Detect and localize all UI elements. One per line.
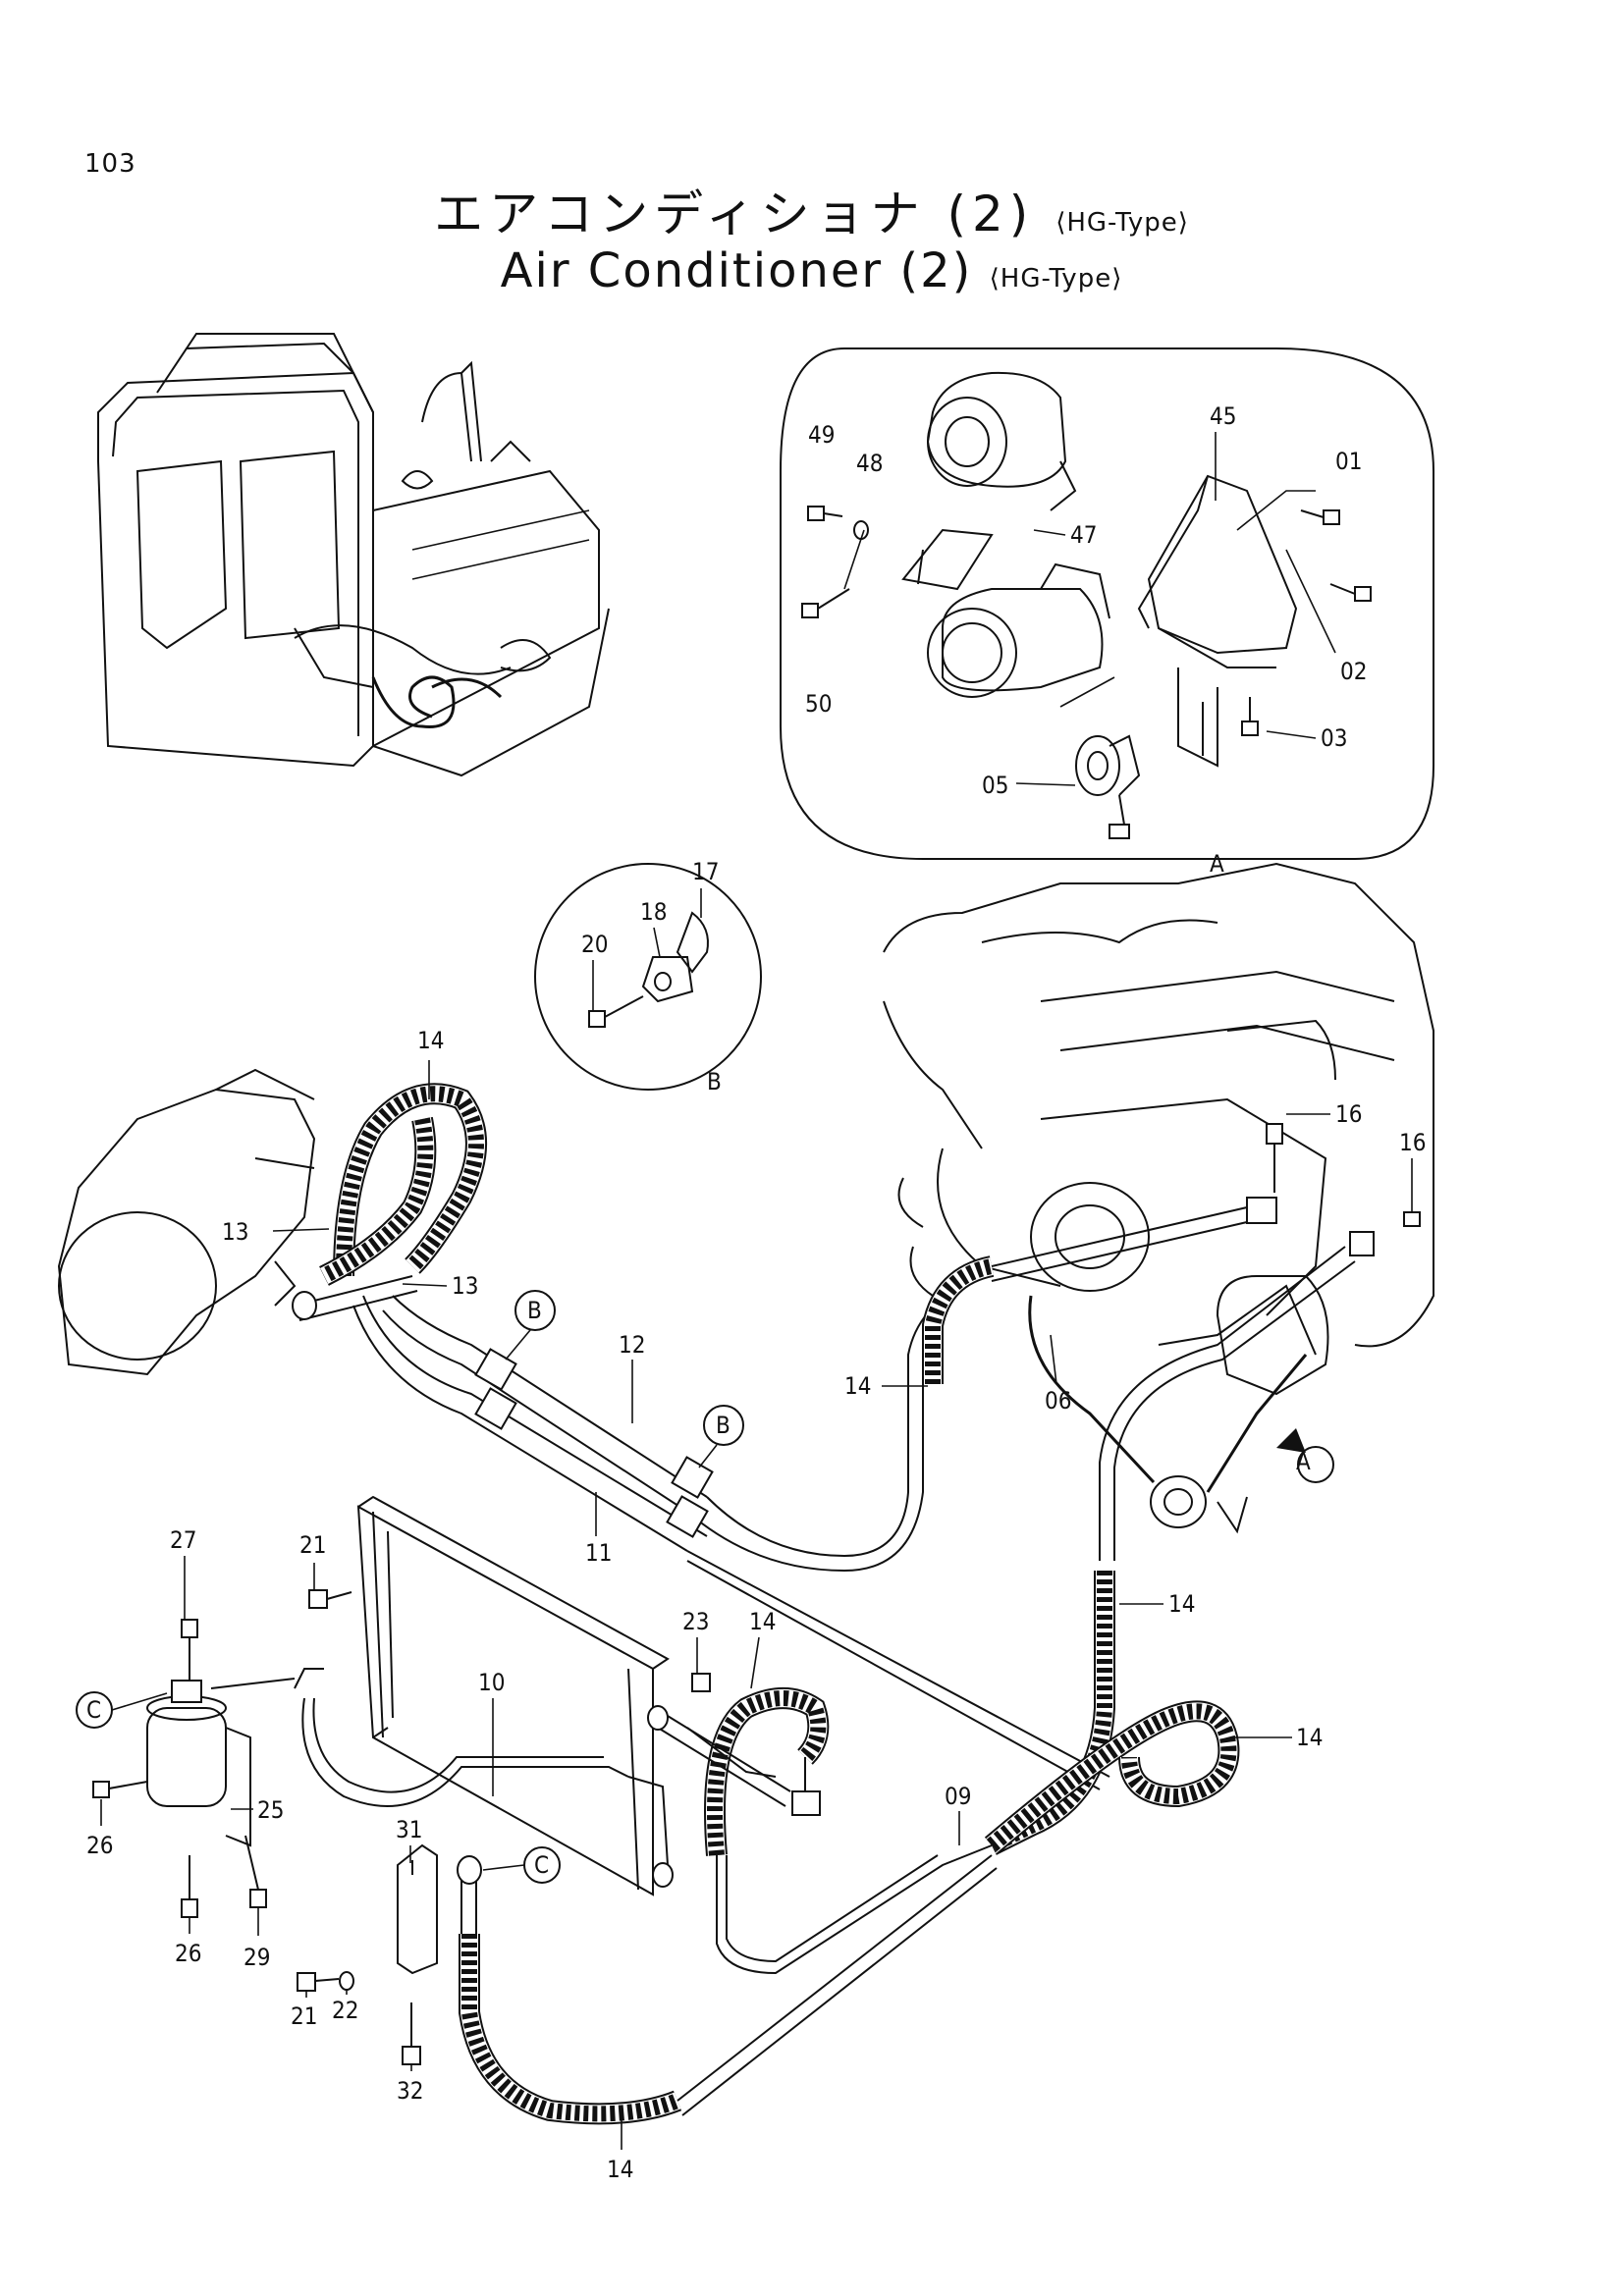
part-16-right: 16 bbox=[1399, 1129, 1426, 1156]
detail-a-label: A bbox=[1210, 850, 1224, 878]
title-en-subtitle: ⟨HG-Type⟩ bbox=[989, 264, 1123, 294]
hose-14-center-loop bbox=[686, 1687, 993, 1975]
detail-a-ref: A bbox=[1296, 1448, 1311, 1475]
detail-b-ref-1: B bbox=[527, 1297, 542, 1324]
bolt-50 bbox=[801, 588, 850, 618]
part-29: 29 bbox=[243, 1944, 270, 1971]
hose-14-bottom bbox=[457, 1854, 998, 2125]
hose-14-top-loop bbox=[292, 1083, 487, 1321]
part-14-bottom: 14 bbox=[607, 2156, 633, 2183]
engine-drawing bbox=[883, 862, 1434, 1534]
part-14-loop-right: 14 bbox=[1296, 1724, 1323, 1751]
part-26-upper: 26 bbox=[86, 1832, 113, 1859]
bolt-01 bbox=[1300, 509, 1340, 525]
title-jp-text: エアコンディショナ (2) bbox=[434, 186, 1035, 242]
part-13-left: 13 bbox=[222, 1218, 248, 1246]
part-21-lower: 21 bbox=[291, 2002, 317, 2030]
hose-14-engine-upper bbox=[922, 1197, 1375, 1561]
arrow-to-detail-a bbox=[1276, 1428, 1306, 1453]
detail-b-ref-2: B bbox=[716, 1412, 730, 1439]
part-12: 12 bbox=[619, 1331, 645, 1359]
detail-a-ref-circle bbox=[1297, 1446, 1334, 1483]
part-50: 50 bbox=[805, 690, 832, 718]
excavator-overview-drawing bbox=[97, 333, 610, 777]
part-11: 11 bbox=[585, 1539, 612, 1567]
bolt-03 bbox=[1241, 697, 1259, 736]
detail-b-ref-1-circle bbox=[514, 1290, 556, 1331]
title-jp-subtitle: ⟨HG-Type⟩ bbox=[1055, 208, 1189, 238]
part-21-upper: 21 bbox=[299, 1531, 326, 1559]
part-27: 27 bbox=[170, 1526, 196, 1554]
part-47: 47 bbox=[1070, 521, 1097, 549]
part-23: 23 bbox=[682, 1608, 709, 1635]
part-48: 48 bbox=[856, 450, 883, 477]
bolt-49 bbox=[807, 506, 843, 521]
leader-lines bbox=[100, 1060, 1413, 2150]
part-14-top: 14 bbox=[417, 1027, 444, 1054]
part-16-upper: 16 bbox=[1335, 1100, 1362, 1128]
part-25: 25 bbox=[257, 1796, 284, 1824]
page-number: 103 bbox=[84, 149, 136, 179]
part-03: 03 bbox=[1321, 724, 1347, 752]
part-01: 01 bbox=[1335, 448, 1362, 475]
washer-48 bbox=[853, 520, 869, 540]
detail-c-ref-1: C bbox=[86, 1696, 101, 1724]
detail-a-box bbox=[780, 347, 1434, 860]
part-13-right: 13 bbox=[452, 1272, 478, 1300]
detail-b-label: B bbox=[707, 1068, 722, 1095]
part-18: 18 bbox=[640, 898, 667, 926]
bracket-31-drawing bbox=[297, 1123, 1421, 2065]
part-09: 09 bbox=[945, 1783, 971, 1810]
part-45: 45 bbox=[1210, 402, 1236, 430]
detail-b-ref-2-circle bbox=[703, 1405, 744, 1446]
part-02: 02 bbox=[1340, 658, 1367, 685]
part-05: 05 bbox=[982, 772, 1008, 799]
title-japanese: エアコンディショナ (2) ⟨HG-Type⟩ bbox=[0, 175, 1623, 245]
bolt-02 bbox=[1329, 583, 1372, 602]
part-22: 22 bbox=[332, 1997, 358, 2024]
left-block-drawing bbox=[57, 1068, 316, 1376]
part-49: 49 bbox=[808, 421, 835, 449]
receiver-dryer-drawing bbox=[92, 1619, 296, 1918]
detail-c-ref-2: C bbox=[534, 1851, 549, 1879]
part-14-center: 14 bbox=[749, 1608, 776, 1635]
hose-14-lower-right bbox=[984, 1571, 1240, 1855]
part-32: 32 bbox=[397, 2077, 423, 2105]
part-20: 20 bbox=[581, 931, 608, 958]
part-06: 06 bbox=[1045, 1387, 1071, 1415]
condenser-drawing bbox=[294, 1495, 791, 1896]
part-17: 17 bbox=[692, 858, 719, 885]
clamp-b-2 bbox=[666, 1456, 714, 1538]
part-31: 31 bbox=[396, 1816, 422, 1843]
detail-b-circle bbox=[534, 863, 762, 1091]
detail-a-drawing bbox=[801, 371, 1372, 839]
title-en-text: Air Conditioner (2) bbox=[500, 243, 973, 298]
part-26-lower: 26 bbox=[175, 1940, 201, 1967]
part-10: 10 bbox=[478, 1669, 505, 1696]
title-english: Air Conditioner (2) ⟨HG-Type⟩ bbox=[0, 243, 1623, 298]
part-14-middle: 14 bbox=[844, 1372, 871, 1400]
part-14-engine: 14 bbox=[1168, 1590, 1195, 1618]
